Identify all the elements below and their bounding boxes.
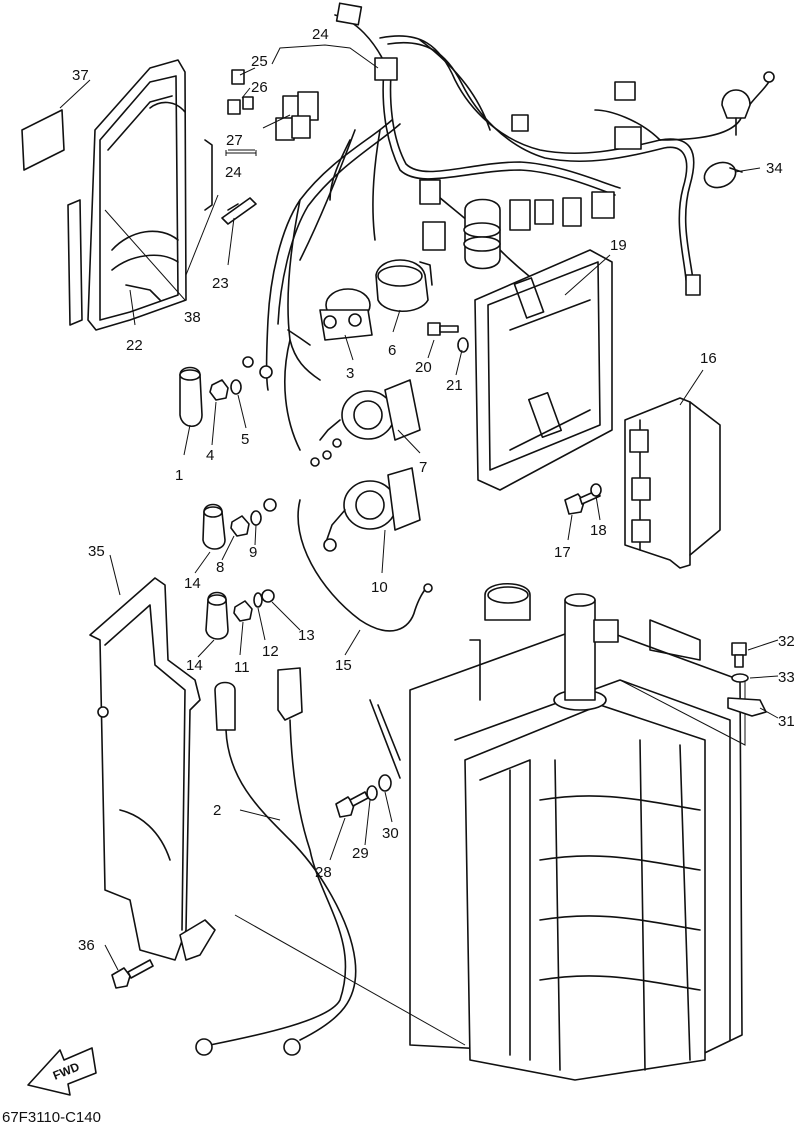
- callout-32: 32: [778, 633, 795, 650]
- parts-25-26-27-relays: [227, 69, 254, 115]
- callout-3: 3: [346, 365, 354, 382]
- callout-28: 28: [315, 864, 332, 881]
- callout-23: 23: [212, 275, 229, 292]
- callout-36: 36: [78, 937, 95, 954]
- callout-31: 31: [778, 713, 795, 730]
- part-15-terminal: [323, 538, 337, 552]
- callout-24b: 24: [225, 164, 242, 181]
- part-18-washer: [590, 483, 602, 497]
- callout-27: 27: [226, 132, 243, 149]
- part-14-cap-lower: [205, 591, 229, 640]
- part-20-bolt: [427, 322, 459, 336]
- callout-2: 2: [213, 802, 221, 819]
- part-4-nut: [209, 379, 229, 401]
- part-11-nut: [233, 600, 253, 622]
- frame-line: [234, 914, 466, 1046]
- wire-terminal: [263, 498, 277, 512]
- part-7-unit: [319, 379, 421, 448]
- callout-30: 30: [382, 825, 399, 842]
- part-16-plate: [624, 397, 721, 569]
- part-9-washer: [250, 510, 262, 526]
- part-31-plate: [727, 697, 767, 717]
- callout-35: 35: [88, 543, 105, 560]
- callout-1: 1: [175, 467, 183, 484]
- leader-lines: [59, 44, 779, 971]
- callout-11: 11: [234, 659, 250, 676]
- part-5-washer: [230, 379, 242, 395]
- harness-connectors: [275, 2, 701, 296]
- callout-5: 5: [241, 431, 249, 448]
- callout-22: 22: [126, 337, 143, 354]
- part-3-relay: [287, 288, 373, 346]
- callout-38: 38: [184, 309, 201, 326]
- callout-19: 19: [610, 237, 627, 254]
- callout-12: 12: [262, 643, 279, 660]
- callout-29: 29: [352, 845, 369, 862]
- callout-17: 17: [554, 544, 571, 561]
- part-29-washer: [366, 785, 378, 801]
- part-12-washer: [253, 592, 263, 608]
- callout-20: 20: [415, 359, 432, 376]
- part-2-battery-cable: [195, 667, 357, 1056]
- callout-15: 15: [335, 657, 352, 674]
- callout-14: 14: [184, 575, 201, 592]
- part-35-side-cover: [89, 577, 216, 961]
- callout-labels: 1 2 3 4 5 6 7 8 9 10 11 12 13 14 14 15 1…: [72, 26, 795, 954]
- part-15-lead: [297, 499, 429, 632]
- part-28-bolt: [335, 791, 369, 818]
- wire-terminal: [259, 365, 273, 379]
- part-21-washer: [457, 337, 469, 353]
- wire-terminal: [322, 450, 332, 460]
- drawing-code: 67F3110-C140: [2, 1109, 101, 1126]
- callout-37: 37: [72, 67, 89, 84]
- part-15-terminal: [423, 583, 433, 593]
- callout-14b: 14: [186, 657, 203, 674]
- callout-33: 33: [778, 669, 795, 686]
- part-23-clip: [221, 197, 257, 225]
- callout-16: 16: [700, 350, 717, 367]
- part-1-cap: [179, 366, 203, 428]
- part-8-nut: [230, 515, 250, 537]
- part-34-sensor-and-clamp: [703, 71, 775, 189]
- callout-9: 9: [249, 544, 257, 561]
- part-10-unit: [324, 467, 421, 546]
- part-13-terminal: [261, 589, 275, 603]
- callout-24: 24: [312, 26, 329, 43]
- part-32-bolt: [731, 642, 747, 668]
- callout-6: 6: [388, 342, 396, 359]
- part-6-holder: [375, 259, 433, 312]
- part-30-washer: [378, 774, 392, 792]
- callout-26: 26: [251, 79, 268, 96]
- callout-18: 18: [590, 522, 607, 539]
- callout-7: 7: [419, 459, 427, 476]
- part-37-electrical-cover: [67, 59, 213, 331]
- ground-lead: [369, 699, 401, 779]
- callout-4: 4: [206, 447, 214, 464]
- callout-34: 34: [766, 160, 783, 177]
- callout-10: 10: [371, 579, 388, 596]
- callout-13: 13: [298, 627, 315, 644]
- wire-terminal: [242, 356, 254, 368]
- fwd-arrow: FWD: [27, 1047, 97, 1096]
- wire-terminal: [310, 457, 320, 467]
- engine-block: [409, 583, 743, 1081]
- part-14-cap: [202, 503, 226, 550]
- part-37-label: [21, 109, 65, 171]
- bracket-27-24: [225, 150, 257, 156]
- callout-8: 8: [216, 559, 224, 576]
- part-36-bolt: [111, 959, 154, 989]
- part-19-bracket: [474, 249, 613, 491]
- part-33-washer: [731, 673, 749, 683]
- ground-lead: [377, 704, 401, 761]
- callout-25: 25: [251, 53, 268, 70]
- callout-21: 21: [446, 377, 463, 394]
